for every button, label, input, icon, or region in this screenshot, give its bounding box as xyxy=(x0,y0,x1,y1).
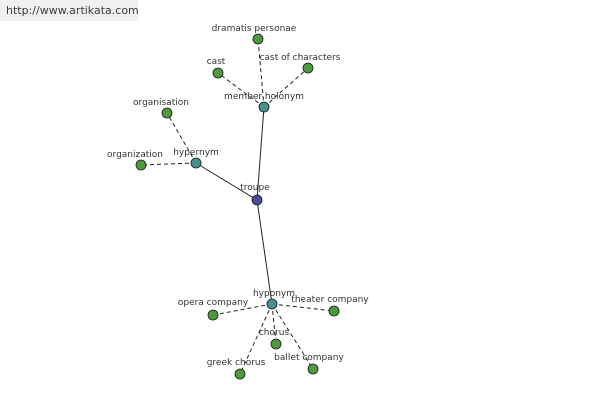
term-node-chorus[interactable] xyxy=(270,338,282,350)
edge-troupe-hyponym xyxy=(256,199,273,305)
relation-label-hyponym: hyponym xyxy=(253,289,295,299)
term-node-organisation[interactable] xyxy=(161,107,173,119)
edge-hyponym-ballet-company xyxy=(271,303,314,370)
term-label-organization: organization xyxy=(107,150,163,160)
term-node-opera-company[interactable] xyxy=(207,309,219,321)
term-node-dramatis-personae[interactable] xyxy=(252,33,264,45)
edge-troupe-hypernym xyxy=(195,162,258,201)
edge-member-holonym-dramatis-personae xyxy=(257,38,265,108)
term-label-opera-company: opera company xyxy=(178,298,249,308)
term-label-theater-company: theater company xyxy=(291,295,369,305)
edge-member-holonym-cast-of-characters xyxy=(263,67,309,108)
relation-label-hypernym: hypernym xyxy=(173,148,219,158)
edge-member-holonym-cast xyxy=(217,72,265,108)
edge-hyponym-theater-company xyxy=(271,303,335,312)
edge-hypernym-organisation xyxy=(166,112,197,164)
term-label-dramatis-personae: dramatis personae xyxy=(212,24,297,34)
edge-troupe-member-holonym xyxy=(256,106,265,201)
edge-hyponym-greek-chorus xyxy=(239,303,273,375)
term-node-cast[interactable] xyxy=(212,67,224,79)
relation-node-hypernym[interactable] xyxy=(190,157,202,169)
edge-hyponym-opera-company xyxy=(212,303,273,316)
center-node-troupe[interactable] xyxy=(251,194,263,206)
term-node-ballet-company[interactable] xyxy=(307,363,319,375)
term-node-organization[interactable] xyxy=(135,159,147,171)
edge-hyponym-chorus xyxy=(271,303,277,345)
relation-node-hyponym[interactable] xyxy=(266,298,278,310)
relation-label-member-holonym: member holonym xyxy=(224,92,304,102)
term-node-theater-company[interactable] xyxy=(328,305,340,317)
term-node-greek-chorus[interactable] xyxy=(234,368,246,380)
term-node-cast-of-characters[interactable] xyxy=(302,62,314,74)
term-label-ballet-company: ballet company xyxy=(274,353,344,363)
term-label-cast-of-characters: cast of characters xyxy=(260,53,341,63)
graph-labels: dramatis personae cast cast of characters o… xyxy=(107,24,369,368)
term-label-organisation: organisation xyxy=(133,98,189,108)
edge-hypernym-organization xyxy=(140,162,197,166)
term-label-cast: cast xyxy=(207,57,226,67)
center-label-troupe: troupe xyxy=(240,183,270,193)
term-label-greek-chorus: greek chorus xyxy=(207,358,266,368)
graph-edges xyxy=(140,38,335,375)
graph-nodes xyxy=(135,33,340,380)
relation-node-member-holonym[interactable] xyxy=(258,101,270,113)
term-label-chorus: chorus xyxy=(259,328,290,338)
source-url-banner[interactable]: http://www.artikata.com xyxy=(0,0,138,21)
